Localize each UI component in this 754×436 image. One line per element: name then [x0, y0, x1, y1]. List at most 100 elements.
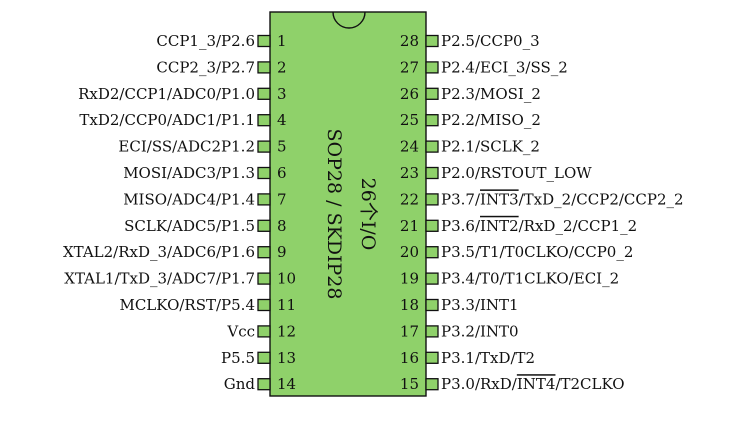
pin-25-lead	[425, 114, 439, 127]
pin-26-number: 26	[400, 85, 419, 103]
pin-19-lead	[425, 272, 439, 285]
pin-8-lead	[257, 219, 271, 232]
chip-body	[269, 11, 427, 397]
pin-label-overlined-part: INT4	[517, 375, 556, 393]
pin-label-part: CCP2_3/P2.7	[156, 58, 255, 76]
pin-12-number: 12	[277, 322, 296, 340]
pin-label-part: P3.3/INT1	[441, 296, 519, 314]
pin-14-label: Gnd	[224, 375, 256, 393]
pin-20-number: 20	[400, 243, 419, 261]
pin-label-part: P2.4/ECI_3/SS_2	[441, 58, 568, 76]
pin-label-part: /TxD_2/CCP2/CCP2_2	[519, 190, 684, 208]
pin-label-part: /RxD_2/CCP1_2	[519, 217, 638, 235]
io-count-label: 26个I/O	[357, 178, 379, 251]
pin-8-label: SCLK/ADC5/P1.5	[124, 217, 255, 235]
pin-2-label: CCP2_3/P2.7	[156, 58, 255, 76]
pin-22-number: 22	[400, 190, 419, 208]
pin-28-label: P2.5/CCP0_3	[441, 32, 540, 50]
pin-28-number: 28	[400, 32, 419, 50]
pin-14-lead	[257, 378, 271, 391]
pin-15-number: 15	[400, 375, 419, 393]
pin-label-part: P3.6/	[441, 217, 481, 235]
pin-22-lead	[425, 193, 439, 206]
pin-7-label: MISO/ADC4/P1.4	[123, 190, 255, 208]
pin-label-overlined-part: INT2	[480, 217, 519, 235]
pin-4-label: TxD2/CCP0/ADC1/P1.1	[79, 111, 255, 129]
pin-label-part: P2.1/SCLK_2	[441, 138, 540, 156]
pin-5-number: 5	[277, 138, 287, 156]
pin-2-number: 2	[277, 58, 287, 76]
pin-label-part: P2.3/MOSI_2	[441, 85, 541, 103]
pin-1-lead	[257, 34, 271, 48]
pin-20-lead	[425, 246, 439, 259]
pin-9-number: 9	[277, 243, 287, 261]
pin-10-lead	[257, 272, 271, 285]
pin-16-lead	[425, 351, 439, 364]
pin-6-number: 6	[277, 164, 287, 182]
left-pin-group: 1CCP1_3/P2.62CCP2_3/P2.73RxD2/CCP1/ADC0/…	[63, 32, 296, 393]
pin-6-label: MOSI/ADC3/P1.3	[123, 164, 255, 182]
pin-label-part: P3.1/TxD/T2	[441, 349, 535, 367]
pin-label-part: Gnd	[224, 375, 256, 393]
pin-13-number: 13	[277, 349, 296, 367]
pin-label-part: MISO/ADC4/P1.4	[123, 190, 255, 208]
pin-label-part: SCLK/ADC5/P1.5	[124, 217, 255, 235]
pin-25-label: P2.2/MISO_2	[441, 111, 541, 129]
pin-label-part: XTAL2/RxD_3/ADC6/P1.6	[63, 243, 255, 261]
pin-3-lead	[257, 87, 271, 100]
pin-10-label: XTAL1/TxD_3/ADC7/P1.7	[64, 270, 255, 288]
pin-11-lead	[257, 298, 271, 312]
pin-4-number: 4	[277, 111, 287, 129]
pin-14-number: 14	[277, 375, 296, 393]
pin-5-lead	[257, 140, 271, 153]
pin-19-number: 19	[400, 270, 419, 288]
pin-28-lead	[425, 34, 439, 48]
pin-22-label: P3.7/INT3/TxD_2/CCP2/CCP2_2	[441, 190, 684, 208]
pin-27-label: P2.4/ECI_3/SS_2	[441, 58, 568, 76]
pin-label-part: XTAL1/TxD_3/ADC7/P1.7	[64, 270, 255, 288]
pin-label-part: RxD2/CCP1/ADC0/P1.0	[78, 85, 255, 103]
pin-12-label: Vcc	[226, 322, 255, 340]
pin-12-lead	[257, 325, 271, 338]
pin-label-part: P2.0/RSTOUT_LOW	[441, 164, 592, 182]
pin-label-part: P3.2/INT0	[441, 322, 519, 340]
pin-label-part: Vcc	[226, 322, 255, 340]
pin-21-number: 21	[400, 217, 419, 235]
pin-1-label: CCP1_3/P2.6	[156, 32, 255, 50]
pin-23-lead	[425, 166, 439, 180]
pin-26-lead	[425, 87, 439, 100]
pin-25-number: 25	[400, 111, 419, 129]
pin-label-part: MOSI/ADC3/P1.3	[123, 164, 255, 182]
chip-body-group	[269, 11, 427, 397]
right-pin-group: 28 P2.5/CCP0_3 27 P2.4/ECI_3/SS_2 26 P2.3/MOS…	[400, 32, 684, 393]
pin-8-number: 8	[277, 217, 287, 235]
pin-18-lead	[425, 298, 439, 312]
pin-18-label: P3.3/INT1	[441, 296, 519, 314]
pin-9-lead	[257, 246, 271, 259]
pin-11-number: 11	[277, 296, 296, 314]
pin-23-label: P2.0/RSTOUT_LOW	[441, 164, 592, 182]
pin-17-lead	[425, 325, 439, 338]
pin-15-lead	[425, 378, 439, 391]
pin-20-label: P3.5/T1/T0CLKO/CCP0_2	[441, 243, 633, 261]
pin-21-lead	[425, 219, 439, 232]
pin-27-number: 27	[400, 58, 419, 76]
pin-label-part: ECI/SS/ADC2P1.2	[118, 138, 255, 156]
pin-10-number: 10	[277, 270, 296, 288]
pin-label-part: TxD2/CCP0/ADC1/P1.1	[79, 111, 255, 129]
pin-27-lead	[425, 61, 439, 74]
pin-label-part: P5.5	[221, 349, 255, 367]
pin-label-part: MCLKO/RST/P5.4	[119, 296, 255, 314]
pin-label-part: /T2CLKO	[555, 375, 624, 393]
pin-label-part: P3.0/RxD/	[441, 375, 518, 393]
pin-4-lead	[257, 114, 271, 127]
pin-6-lead	[257, 166, 271, 180]
pin-16-label: P3.1/TxD/T2	[441, 349, 535, 367]
pin-3-number: 3	[277, 85, 287, 103]
pin-16-number: 16	[400, 349, 419, 367]
pin-21-label: P3.6/INT2/RxD_2/CCP1_2	[441, 217, 637, 235]
pin-7-number: 7	[277, 190, 287, 208]
package-label: SOP28 / SKDIP28	[323, 129, 345, 300]
pin-26-label: P2.3/MOSI_2	[441, 85, 541, 103]
